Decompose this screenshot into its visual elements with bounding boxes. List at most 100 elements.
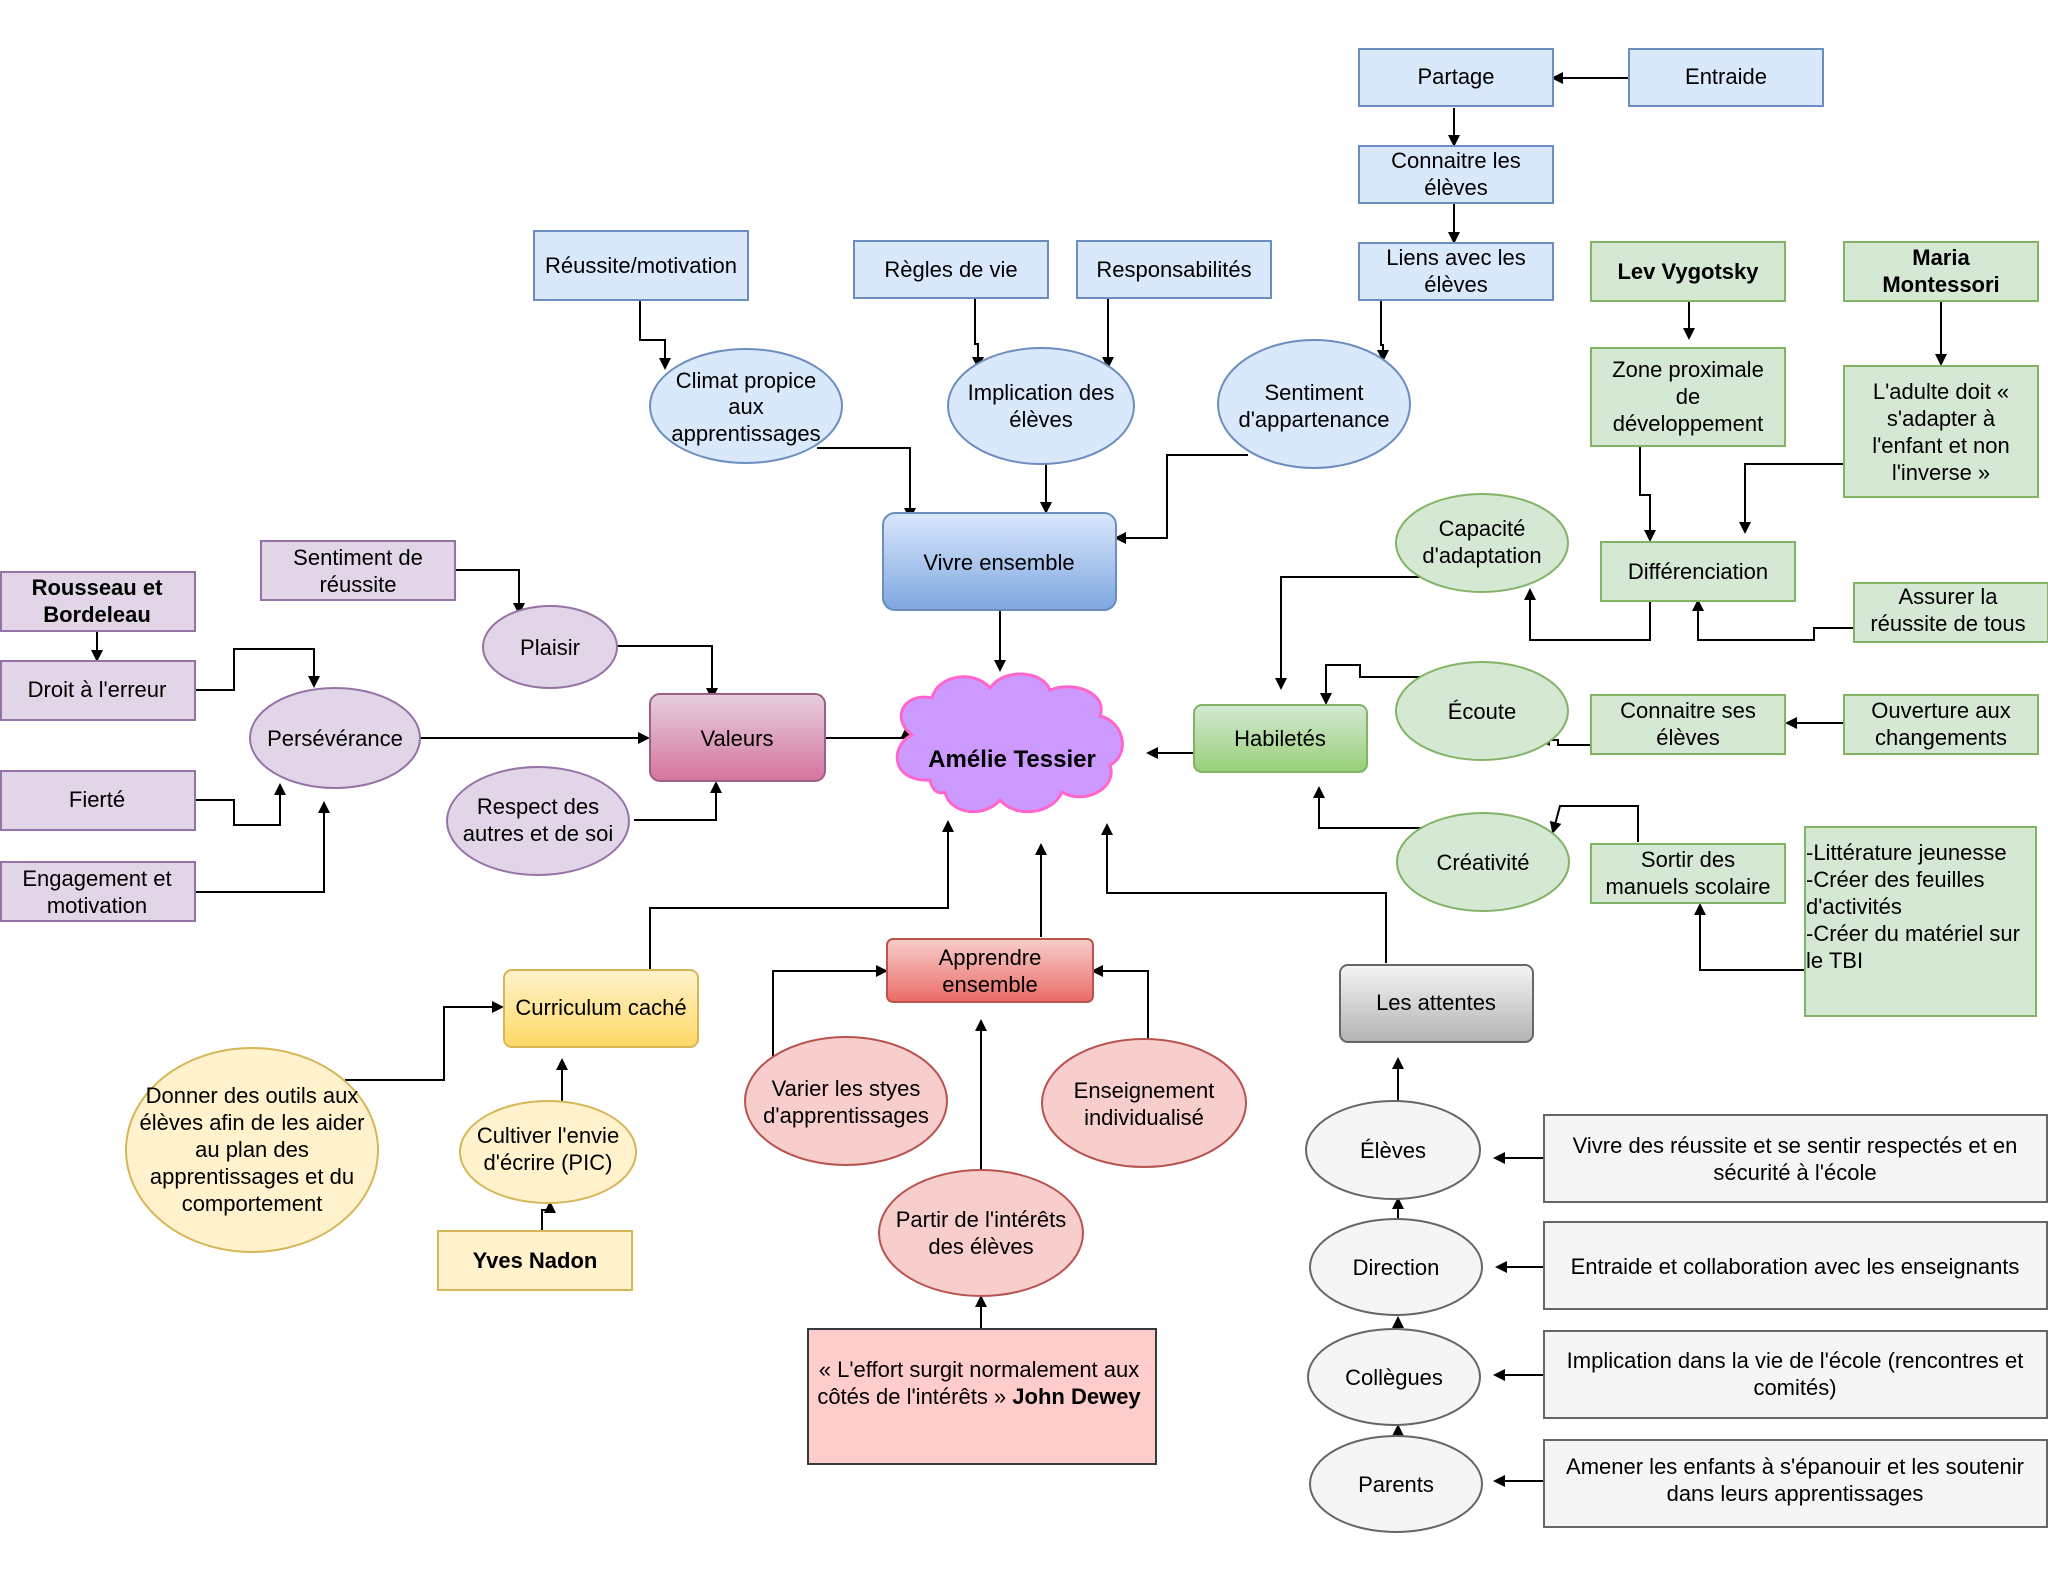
svg-text:d'écrire (PIC): d'écrire (PIC) — [484, 1150, 613, 1175]
node-plaisir: Plaisir — [482, 605, 618, 689]
svg-text:élèves: élèves — [1656, 725, 1720, 750]
edge-valeurs-center — [826, 727, 912, 739]
edge-assurer-differenciation — [1692, 599, 1854, 641]
edge-regles-implication — [972, 298, 984, 369]
node-lev-vygotsky: Lev Vygotsky — [1590, 241, 1786, 302]
svg-text:Ouverture aux: Ouverture aux — [1871, 698, 2010, 723]
edge-creativite-habiletes — [1313, 786, 1423, 829]
svg-text:élèves: élèves — [1009, 407, 1073, 432]
svg-text:Direction: Direction — [1353, 1255, 1440, 1280]
svg-text:d'apprentissages: d'apprentissages — [763, 1103, 929, 1128]
svg-text:Liens avec les: Liens avec les — [1386, 245, 1525, 270]
node-center-amelie-tessier: Amélie Tessier — [895, 672, 1124, 814]
edge-curriculum-center — [649, 820, 954, 970]
svg-text:élèves: élèves — [1424, 272, 1488, 297]
svg-text:l'enfant et non: l'enfant et non — [1872, 433, 2010, 458]
svg-text:Montessori: Montessori — [1882, 272, 1999, 297]
edge-ecoute-habiletes — [1320, 664, 1423, 705]
svg-text:comités): comités) — [1753, 1375, 1836, 1400]
svg-text:L'adulte doit «: L'adulte doit « — [1873, 379, 2009, 404]
edge-adulte-differenciation — [1739, 463, 1844, 534]
svg-text:Fierté: Fierté — [69, 787, 125, 812]
svg-text:élèves: élèves — [1424, 175, 1488, 200]
svg-text:dans leurs apprentissages: dans leurs apprentissages — [1667, 1481, 1924, 1506]
svg-text:Implication dans la vie de l'é: Implication dans la vie de l'école (renc… — [1567, 1348, 2024, 1373]
svg-text:réussite de tous: réussite de tous — [1870, 611, 2025, 636]
svg-text:Climat propice: Climat propice — [676, 368, 817, 393]
svg-text:Écoute: Écoute — [1448, 699, 1517, 724]
node-direction-text: Entraide et collaboration avec les ensei… — [1543, 1221, 2048, 1310]
svg-text:au plan des: au plan des — [195, 1137, 309, 1162]
node-reussite-motivation: Réussite/motivation — [533, 230, 749, 301]
edge-litterature-sortir — [1694, 903, 1804, 971]
node-parents: Parents — [1309, 1435, 1483, 1533]
node-ecoute: Écoute — [1395, 661, 1569, 761]
svg-text:Connaitre les: Connaitre les — [1391, 148, 1521, 173]
node-curriculum-cache: Curriculum caché — [503, 969, 699, 1048]
node-habiletes: Habiletés — [1193, 704, 1368, 773]
svg-text:Sentiment: Sentiment — [1264, 380, 1363, 405]
svg-text:« L'effort surgit normalement: « L'effort surgit normalement aux — [819, 1357, 1140, 1382]
svg-text:d'adaptation: d'adaptation — [1422, 543, 1541, 568]
svg-text:Plaisir: Plaisir — [520, 635, 580, 660]
svg-text:Amélie Tessier: Amélie Tessier — [928, 746, 1096, 773]
svg-text:-Littérature jeunesse: -Littérature jeunesse — [1806, 840, 2007, 865]
svg-text:Habiletés: Habiletés — [1234, 726, 1326, 751]
edge-climat-vivre — [817, 447, 916, 520]
svg-text:comportement: comportement — [182, 1191, 323, 1216]
svg-text:de: de — [1676, 384, 1700, 409]
svg-text:Apprendre: Apprendre — [939, 945, 1042, 970]
svg-text:Responsabilités: Responsabilités — [1096, 257, 1251, 282]
edge-respect-valeurs — [634, 781, 722, 821]
svg-text:Différenciation: Différenciation — [1628, 559, 1768, 584]
node-droit-erreur: Droit à l'erreur — [0, 660, 196, 721]
svg-text:individualisé: individualisé — [1084, 1105, 1204, 1130]
edge-engagement-perseverance — [194, 801, 330, 893]
edge-liens-sentiment — [1377, 300, 1389, 362]
svg-text:Enseignement: Enseignement — [1074, 1078, 1215, 1103]
svg-text:Sentiment de: Sentiment de — [293, 545, 423, 570]
svg-text:s'adapter à: s'adapter à — [1887, 406, 1996, 431]
edge-differenciation-capacite — [1524, 588, 1651, 641]
svg-text:réussite: réussite — [319, 572, 396, 597]
svg-text:Bordeleau: Bordeleau — [43, 602, 151, 627]
node-collegues: Collègues — [1307, 1328, 1481, 1426]
node-direction: Direction — [1309, 1218, 1483, 1316]
node-les-attentes: Les attentes — [1339, 964, 1534, 1043]
edges — [91, 72, 1947, 1487]
svg-text:des élèves: des élèves — [928, 1234, 1033, 1259]
svg-text:autres et de soi: autres et de soi — [463, 821, 613, 846]
edge-varier-apprendre — [772, 965, 888, 1058]
node-vivre-ensemble: Vivre ensemble — [882, 512, 1117, 611]
svg-text:apprentissages et du: apprentissages et du — [150, 1164, 354, 1189]
svg-text:-Créer du matériel sur: -Créer du matériel sur — [1806, 921, 2020, 946]
node-fierte: Fierté — [0, 770, 196, 831]
edge-enseignement-apprendre — [1091, 965, 1149, 1040]
svg-text:Maria: Maria — [1912, 245, 1970, 270]
svg-text:changements: changements — [1875, 725, 2007, 750]
edge-zone-differenciation — [1639, 446, 1656, 542]
svg-text:ensemble: ensemble — [942, 972, 1037, 997]
svg-text:Persévérance: Persévérance — [267, 726, 403, 751]
svg-text:Entraide: Entraide — [1685, 64, 1767, 89]
edge-responsabilites-implication — [1102, 297, 1124, 369]
node-adulte-doit: L'adulte doit «s'adapter àl'enfant et no… — [1843, 365, 2039, 498]
svg-text:Curriculum caché: Curriculum caché — [515, 995, 686, 1020]
node-collegues-text: Implication dans la vie de l'école (renc… — [1543, 1330, 2048, 1419]
